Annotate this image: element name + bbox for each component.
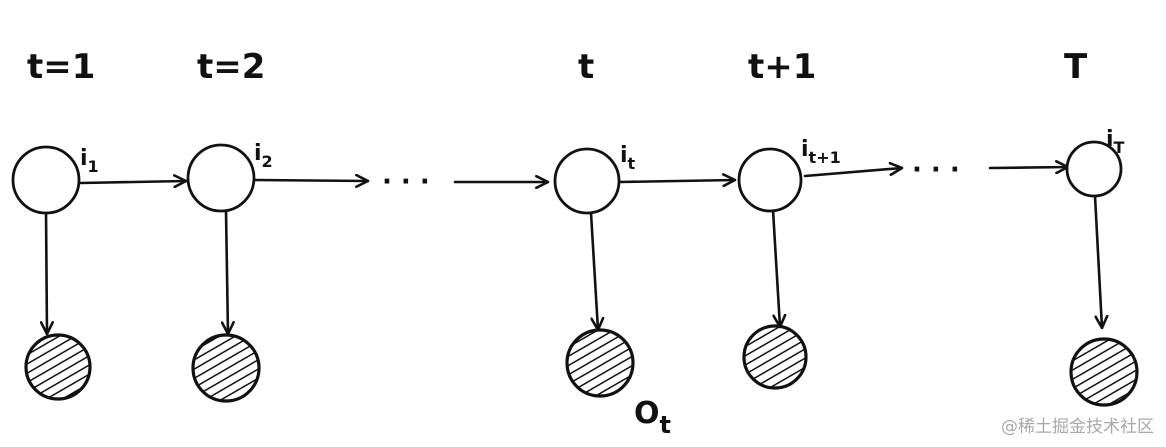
hidden-state-node-1 xyxy=(11,145,81,215)
time-label-2: t=2 xyxy=(197,47,265,87)
emission-arrow-2 xyxy=(226,209,228,336)
state-label-2: i2 xyxy=(254,141,273,171)
time-label-t-plus-1: t+1 xyxy=(748,47,816,87)
emission-arrow-t-plus-1 xyxy=(771,208,780,329)
state-label-T: iT xyxy=(1106,127,1125,157)
state-label-t: it xyxy=(620,143,636,173)
transition-arrow-t-t-plus-1 xyxy=(618,180,737,182)
emission-arrow-t xyxy=(589,211,598,332)
watermark: @稀土掘金技术社区 xyxy=(1001,417,1154,437)
emission-arrow-T xyxy=(1093,194,1102,330)
time-label-T: T xyxy=(1064,47,1088,87)
transition-arrow-t-plus-1-ellipsis xyxy=(803,168,904,178)
time-label-t: t xyxy=(578,47,594,87)
observation-node-T xyxy=(1069,337,1139,407)
observation-label-t: Ot xyxy=(634,396,671,439)
state-label-1: i1 xyxy=(80,146,99,176)
observation-node-t xyxy=(565,328,635,398)
ellipsis-left: · · · xyxy=(382,167,430,197)
ellipsis-right: · · · xyxy=(912,155,960,185)
observation-node-2 xyxy=(191,333,261,403)
transition-arrow-1-2 xyxy=(79,181,188,183)
observation-node-t-plus-1 xyxy=(742,324,808,390)
emission-arrow-1 xyxy=(46,209,47,336)
hidden-state-node-T xyxy=(1065,140,1123,198)
state-label-t-plus-1: it+1 xyxy=(801,137,841,167)
hidden-state-node-t-plus-1 xyxy=(737,147,803,213)
time-label-1: t=1 xyxy=(27,47,95,87)
hidden-state-node-2 xyxy=(186,143,256,213)
hidden-state-node-t xyxy=(553,147,621,215)
observation-node-1 xyxy=(24,333,92,401)
transition-arrow-2-ellipsis xyxy=(253,180,370,181)
transition-arrow-ellipsis-T xyxy=(988,167,1070,168)
